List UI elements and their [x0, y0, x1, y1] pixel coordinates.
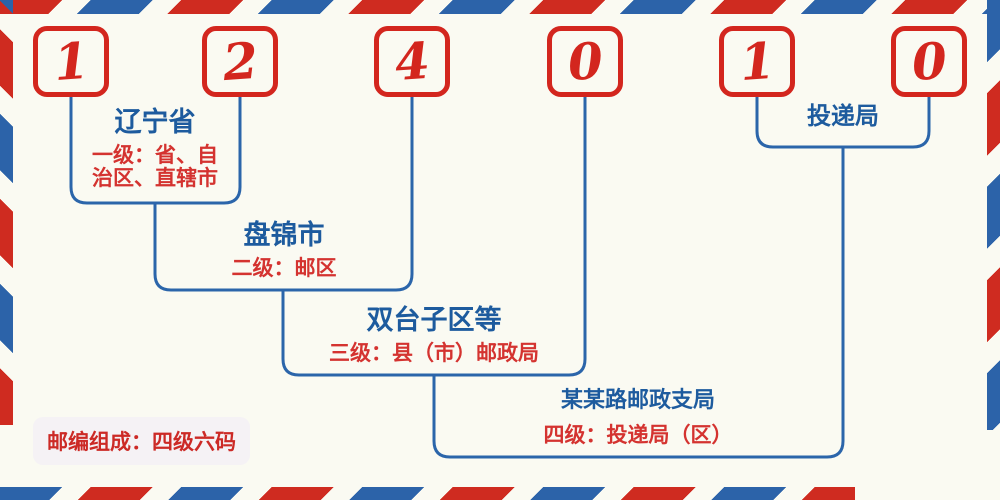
digit-3: 4: [392, 30, 432, 92]
digit-2: 2: [220, 30, 260, 92]
level3-title: 双台子区等: [366, 305, 502, 336]
bracket-level4: [432, 147, 845, 459]
note-badge: 邮编组成：四级六码: [33, 417, 250, 465]
airmail-border-right: [987, 0, 1000, 430]
level2-desc: 二级：邮区: [231, 255, 337, 280]
delivery-office-title: 投递局: [807, 101, 879, 130]
digit-box-1: 1: [33, 26, 109, 97]
delivery-office-label-group: 投递局: [807, 101, 879, 130]
digit-box-4: 0: [547, 26, 623, 97]
level3-label-group: 双台子区等 三级：县（市）邮政局: [329, 306, 539, 365]
digit-box-5: 1: [719, 26, 795, 97]
digit-5: 1: [737, 30, 777, 92]
level2-label-group: 盘锦市 二级：邮区: [232, 221, 337, 280]
digit-box-2: 2: [202, 26, 278, 97]
level4-desc: 四级：投递局（区）: [543, 423, 733, 448]
level1-desc: 一级：省、自 治区、直辖市: [92, 142, 218, 190]
level2-title: 盘锦市: [243, 220, 325, 251]
level1-title: 辽宁省: [114, 107, 196, 138]
note-text: 邮编组成：四级六码: [47, 430, 236, 454]
digit-box-3: 4: [374, 26, 450, 97]
airmail-border-top: [0, 0, 1000, 14]
airmail-border-left: [0, 0, 13, 425]
digit-6: 0: [909, 30, 949, 92]
level3-desc: 三级：县（市）邮政局: [329, 340, 539, 365]
bracket-delivery-office: [755, 97, 931, 149]
airmail-border-bottom: [0, 487, 855, 500]
digit-box-6: 0: [891, 26, 967, 97]
digit-4: 0: [565, 30, 605, 92]
level4-title: 某某路邮政支局: [560, 387, 715, 413]
digit-1: 1: [51, 30, 91, 92]
level4-label-group: 某某路邮政支局 四级：投递局（区）: [544, 388, 733, 447]
level1-label-group: 辽宁省 一级：省、自 治区、直辖市: [92, 108, 218, 190]
